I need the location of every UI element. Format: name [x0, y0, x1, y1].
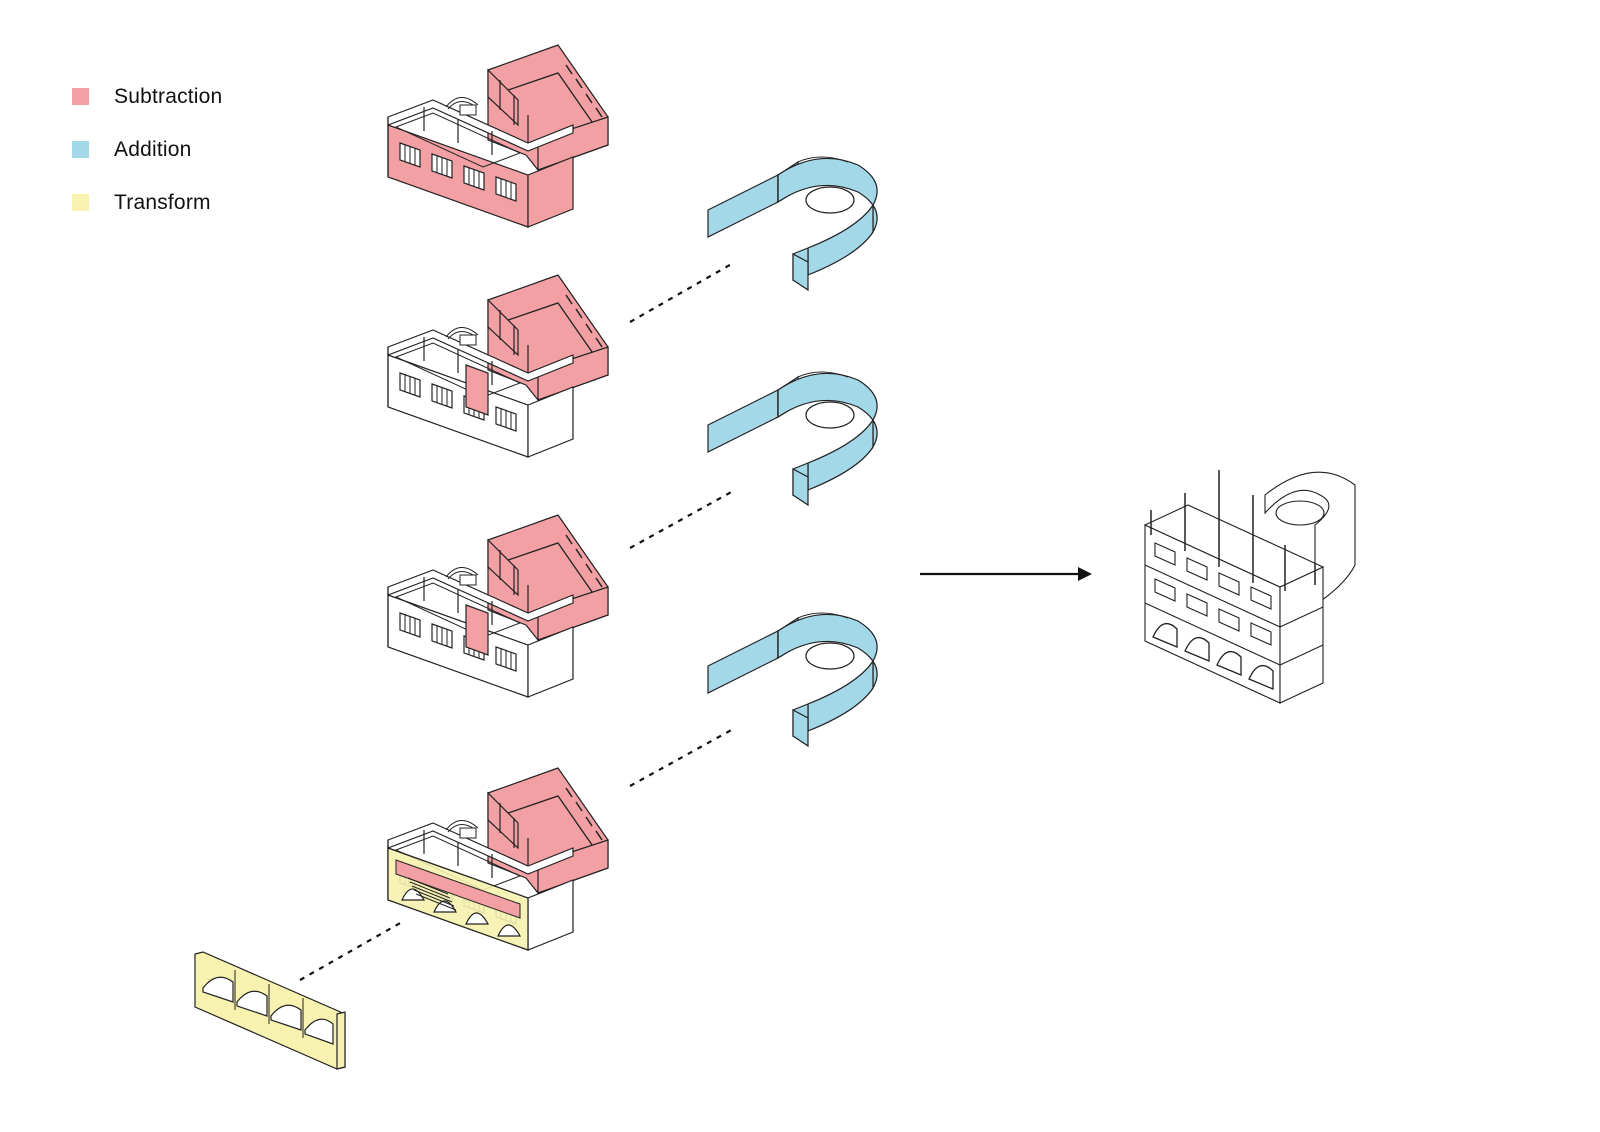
- subtraction-swatch: [72, 88, 89, 105]
- addition-ribbon-1: [707, 156, 878, 291]
- addition-swatch: [72, 141, 89, 158]
- legend-item-subtraction: Subtraction: [72, 70, 222, 123]
- building-stage-4: [387, 767, 609, 951]
- transform-swatch: [72, 194, 89, 211]
- building-stage-2: [387, 274, 609, 458]
- transform-facade: [194, 951, 346, 1070]
- addition-label: Addition: [114, 137, 192, 161]
- final-building: [1143, 470, 1356, 704]
- transform-label: Transform: [114, 190, 211, 214]
- addition-ribbon-2: [707, 371, 878, 506]
- addition-ribbon-3: [707, 612, 878, 747]
- building-stage-1: [387, 44, 609, 228]
- legend: Subtraction Addition Transform: [72, 70, 222, 229]
- legend-item-addition: Addition: [72, 123, 222, 176]
- result-arrow: [920, 567, 1092, 581]
- legend-item-transform: Transform: [72, 176, 222, 229]
- dotted-connectors: [299, 261, 736, 981]
- building-stage-3: [387, 514, 609, 698]
- subtraction-label: Subtraction: [114, 84, 223, 108]
